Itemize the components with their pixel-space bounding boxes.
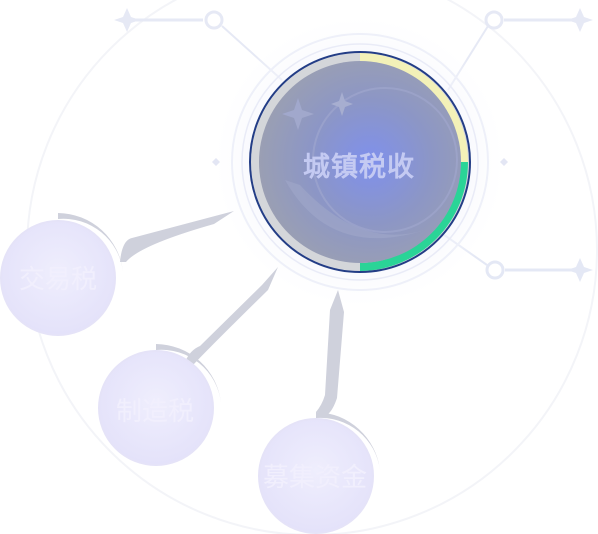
center-title: 城镇税收 — [303, 151, 415, 183]
sparkle-icon — [331, 92, 353, 116]
ring-green — [360, 162, 468, 271]
node-manufacturing-tax[interactable] — [98, 344, 221, 466]
connector-manufacturing-tax — [185, 267, 278, 364]
connector-trade-tax — [120, 211, 234, 262]
halo-ring-outer — [231, 33, 489, 291]
node-label-trade-tax: 交易税 — [18, 264, 97, 295]
node-label-manufacturing-tax: 制造税 — [115, 396, 194, 427]
center-outline — [249, 51, 471, 273]
halo-ring-inner — [241, 43, 479, 281]
node-label-fundraising: 募集资金 — [262, 462, 367, 493]
core-swirl — [285, 180, 425, 239]
sparkle-icon — [282, 98, 314, 130]
ring-yellow — [360, 53, 468, 162]
node-fundraising[interactable] — [258, 412, 380, 534]
center-core — [259, 61, 461, 263]
connectors — [120, 211, 344, 414]
node-trade-tax[interactable] — [0, 213, 123, 336]
center-node[interactable] — [249, 51, 471, 273]
halo-diamond-left — [212, 158, 220, 166]
halo-diamond-right — [500, 158, 508, 166]
core-swirl-ring — [312, 87, 458, 233]
connector-fundraising — [316, 290, 344, 414]
